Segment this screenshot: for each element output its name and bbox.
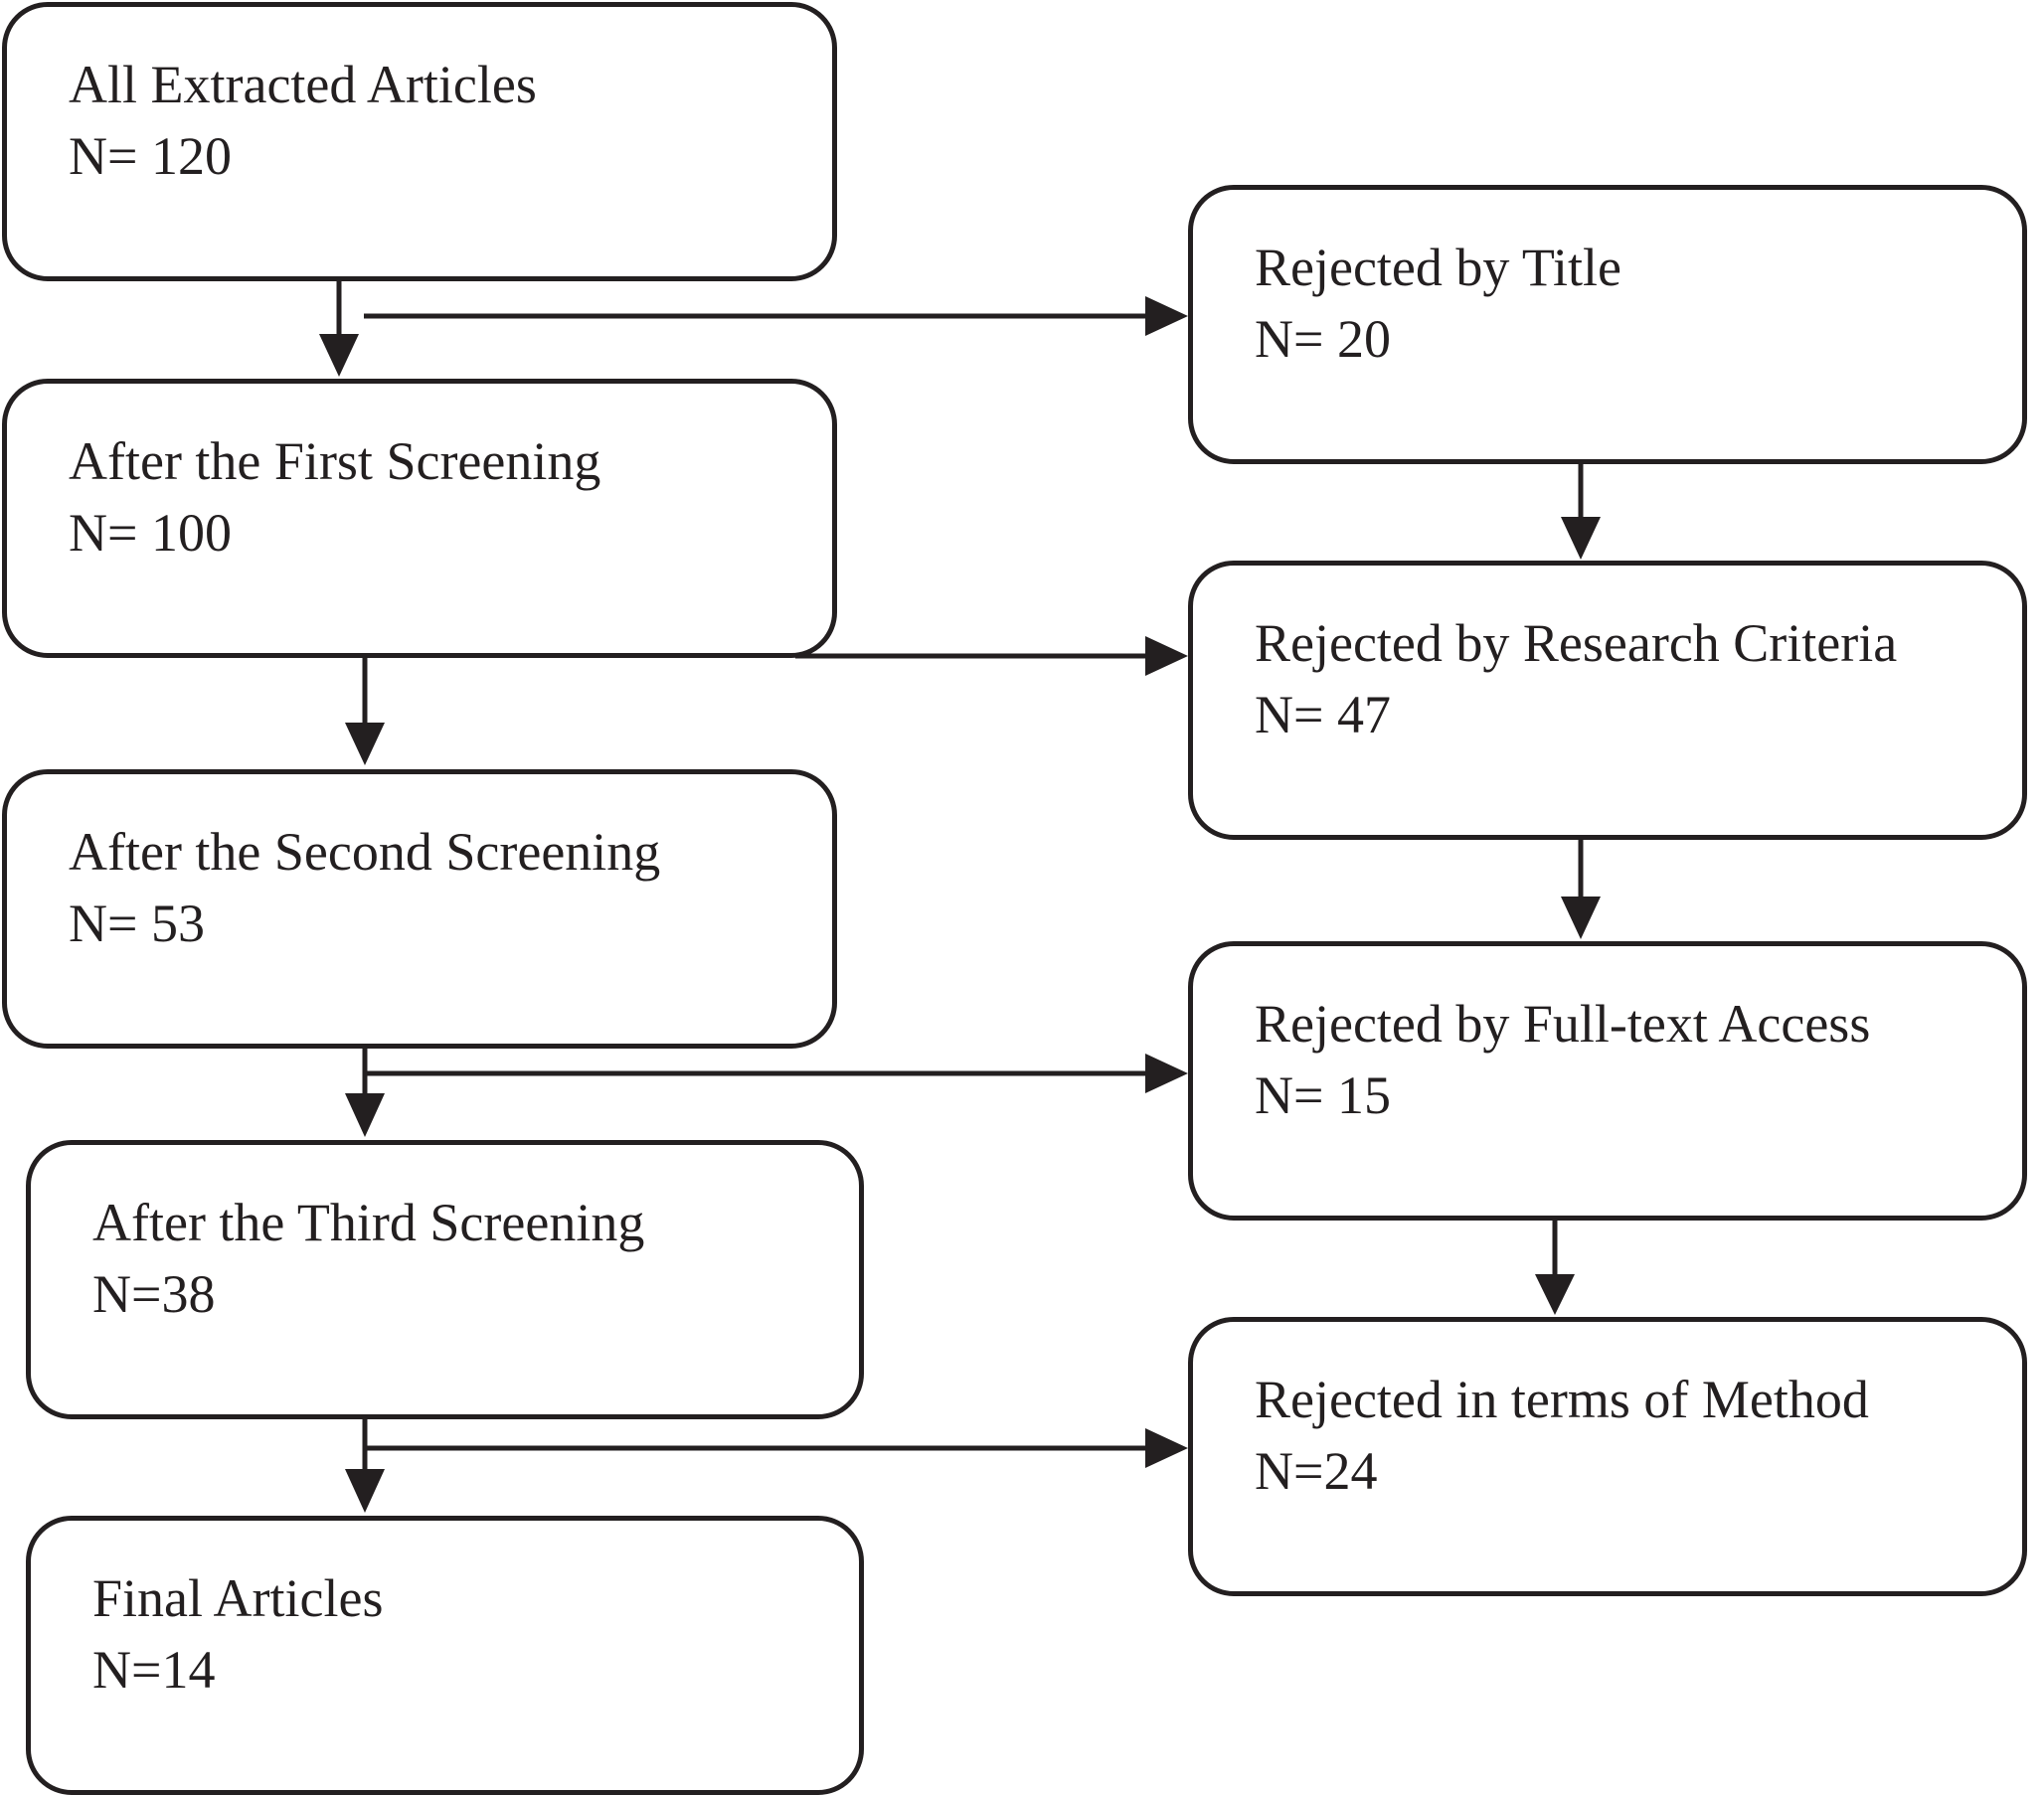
node-count: N=38: [92, 1264, 216, 1324]
node-label: Rejected by Title: [1255, 238, 1621, 297]
arrowhead-right: [1145, 1054, 1188, 1093]
node-count: N=24: [1255, 1441, 1378, 1501]
node-count: N= 100: [69, 503, 232, 563]
arrowhead-down: [345, 723, 385, 765]
node-count: N= 53: [69, 894, 205, 953]
node-label: Rejected by Research Criteria: [1255, 613, 1898, 673]
node-second-screening: After the Second Screening N= 53: [2, 769, 837, 1049]
node-final-articles: Final Articles N=14: [26, 1516, 864, 1795]
node-count: N= 15: [1255, 1065, 1391, 1125]
arrowhead-down: [1561, 517, 1601, 560]
arrowhead-down: [319, 334, 359, 377]
node-label: After the Third Screening: [92, 1193, 645, 1252]
arrowhead-right: [1145, 1428, 1188, 1468]
arrowhead-down: [345, 1093, 385, 1137]
node-label: After the Second Screening: [69, 822, 661, 882]
node-label: After the First Screening: [69, 431, 601, 491]
node-third-screening: After the Third Screening N=38: [26, 1140, 864, 1419]
node-count: N= 47: [1255, 685, 1391, 744]
node-rejected-by-research-criteria: Rejected by Research Criteria N= 47: [1188, 561, 2027, 840]
node-rejected-by-full-text-access: Rejected by Full-text Access N= 15: [1188, 941, 2027, 1221]
arrowhead-down: [1535, 1274, 1575, 1315]
arrowhead-down: [1561, 897, 1601, 939]
node-count: N=14: [92, 1640, 216, 1700]
node-count: N= 20: [1255, 309, 1391, 369]
node-all-extracted-articles: All Extracted Articles N= 120: [2, 2, 837, 281]
node-label: Rejected by Full-text Access: [1255, 994, 1871, 1054]
arrowhead-down: [345, 1469, 385, 1513]
node-label: Final Articles: [92, 1568, 384, 1628]
arrowhead-right: [1145, 636, 1188, 676]
arrowhead-right: [1145, 296, 1188, 336]
node-first-screening: After the First Screening N= 100: [2, 379, 837, 658]
node-label: Rejected in terms of Method: [1255, 1370, 1869, 1429]
node-count: N= 120: [69, 126, 232, 186]
node-label: All Extracted Articles: [69, 55, 537, 114]
node-rejected-in-terms-of-method: Rejected in terms of Method N=24: [1188, 1317, 2027, 1596]
node-rejected-by-title: Rejected by Title N= 20: [1188, 185, 2027, 464]
